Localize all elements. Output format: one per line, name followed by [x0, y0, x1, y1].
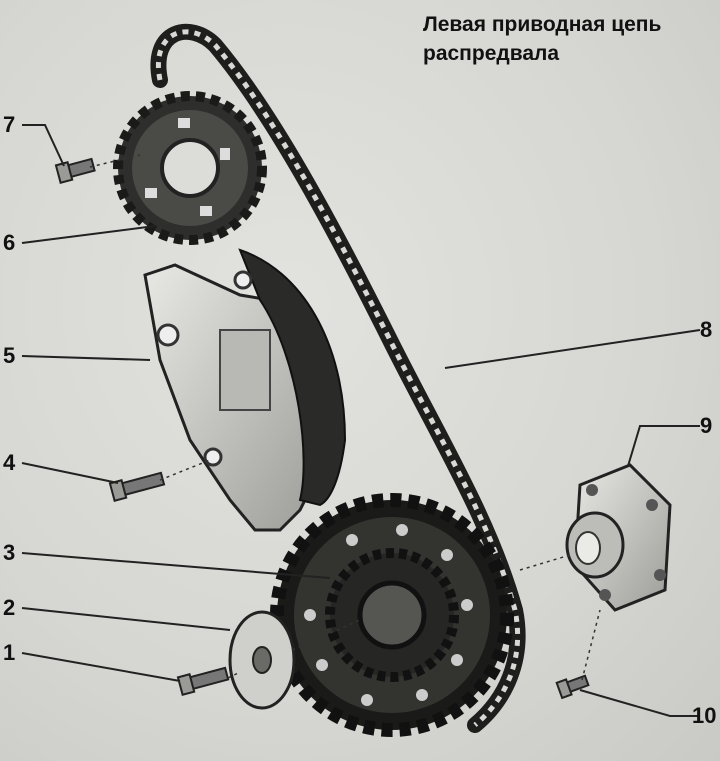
- callout-5: 5: [3, 343, 16, 368]
- bolt-1: [176, 666, 230, 696]
- guide-flange: [565, 463, 672, 612]
- callout-9: 9: [700, 413, 713, 438]
- crankshaft-sprocket: [270, 493, 514, 737]
- callout-7: 7: [3, 112, 16, 137]
- washer: [228, 610, 296, 710]
- bolt-10: [555, 674, 590, 700]
- callout-6: 6: [3, 230, 16, 255]
- bolt-4: [108, 471, 166, 502]
- title-line-1: Левая приводная цепь: [423, 13, 662, 36]
- callout-4: 4: [3, 450, 16, 475]
- callout-2: 2: [3, 595, 16, 620]
- diagram-title: Левая приводная цепь распредвала: [423, 10, 661, 68]
- timing-chain: [150, 23, 526, 733]
- chain-tensioner: [143, 248, 347, 532]
- bolt-7: [54, 157, 96, 184]
- camshaft-sprocket: [113, 91, 267, 245]
- callout-1: 1: [3, 640, 16, 665]
- callout-8: 8: [700, 317, 713, 342]
- callout-10: 10: [692, 703, 717, 728]
- assembly-lines: [89, 154, 601, 681]
- callout-3: 3: [3, 540, 16, 565]
- title-line-2: распредвала: [423, 42, 560, 65]
- leader-lines: [21, 124, 701, 717]
